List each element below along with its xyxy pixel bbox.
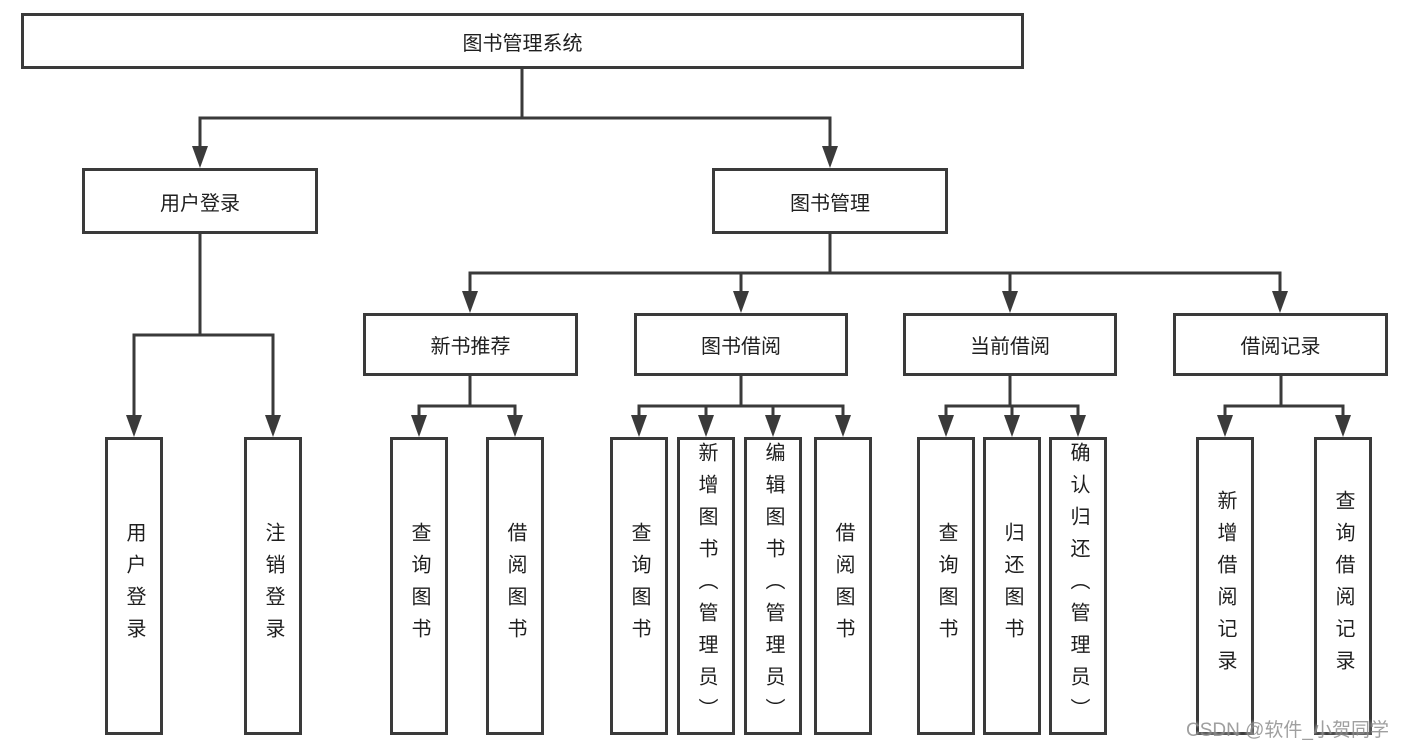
leaf-borrow-books-recommend: 借阅图书 [486, 437, 544, 735]
leaf-user-login: 用户登录 [105, 437, 163, 735]
node-borrow-records: 借阅记录 [1173, 313, 1388, 376]
leaf-edit-book-admin: 编辑图书（管理员） [744, 437, 802, 735]
leaf-query-books-borrowing: 查询图书 [610, 437, 668, 735]
leaf-query-books-current: 查询图书 [917, 437, 975, 735]
csdn-watermark: CSDN @软件_小贺同学 [1186, 720, 1389, 741]
leaf-logout: 注销登录 [244, 437, 302, 735]
node-current-borrowing: 当前借阅 [903, 313, 1117, 376]
node-book-management: 图书管理 [712, 168, 948, 234]
leaf-add-book-admin: 新增图书（管理员） [677, 437, 735, 735]
node-new-book-recommend: 新书推荐 [363, 313, 578, 376]
leaf-return-books: 归还图书 [983, 437, 1041, 735]
node-book-borrowing: 图书借阅 [634, 313, 848, 376]
leaf-confirm-return-admin: 确认归还（管理员） [1049, 437, 1107, 735]
node-root: 图书管理系统 [21, 13, 1024, 69]
arrowheads [126, 146, 1351, 437]
leaf-query-books-recommend: 查询图书 [390, 437, 448, 735]
leaf-query-borrow-record: 查询借阅记录 [1314, 437, 1372, 735]
node-user-login: 用户登录 [82, 168, 318, 234]
leaf-add-borrow-record: 新增借阅记录 [1196, 437, 1254, 735]
leaf-borrow-books-borrowing: 借阅图书 [814, 437, 872, 735]
